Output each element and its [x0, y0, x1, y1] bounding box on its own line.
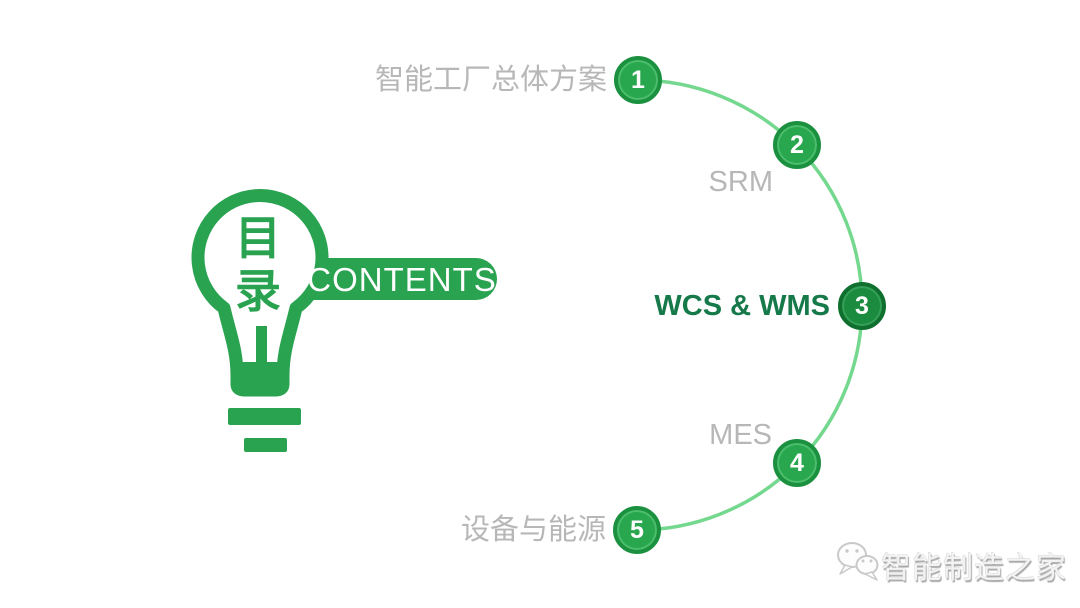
toc-item-label-srm[interactable]: SRM	[708, 166, 773, 198]
toc-title-vertical: 目 录	[232, 212, 284, 318]
toc-node-2[interactable]: 2	[773, 121, 821, 169]
toc-item-label-equipment-energy[interactable]: 设备与能源	[460, 514, 606, 546]
toc-node-5[interactable]: 5	[613, 506, 661, 554]
toc-node-1[interactable]: 1	[614, 56, 662, 104]
lightbulb-icon	[191, 189, 329, 452]
contents-tag-label: CONTENTS	[307, 261, 497, 298]
toc-node-4[interactable]: 4	[773, 439, 821, 487]
wechat-icon	[837, 542, 879, 581]
bulb-base-bar-top	[228, 408, 301, 425]
toc-title-char-top: 目	[235, 212, 281, 264]
contents-tag-background	[300, 258, 497, 300]
bulb-outline	[191, 189, 329, 397]
bulb-base-bar-bottom	[244, 438, 287, 452]
bulb-filament-stem	[256, 326, 267, 370]
watermark-brand: 智能制造之家	[881, 552, 1067, 585]
toc-node-3-active[interactable]: 3	[838, 282, 886, 330]
toc-item-label-wcs-wms[interactable]: WCS & WMS	[654, 290, 830, 322]
bulb-filament-base	[232, 362, 288, 385]
toc-item-label-smart-factory[interactable]: 智能工厂总体方案	[374, 64, 607, 96]
toc-title-char-bottom: 录	[235, 265, 281, 317]
toc-item-label-mes[interactable]: MES	[709, 419, 772, 451]
